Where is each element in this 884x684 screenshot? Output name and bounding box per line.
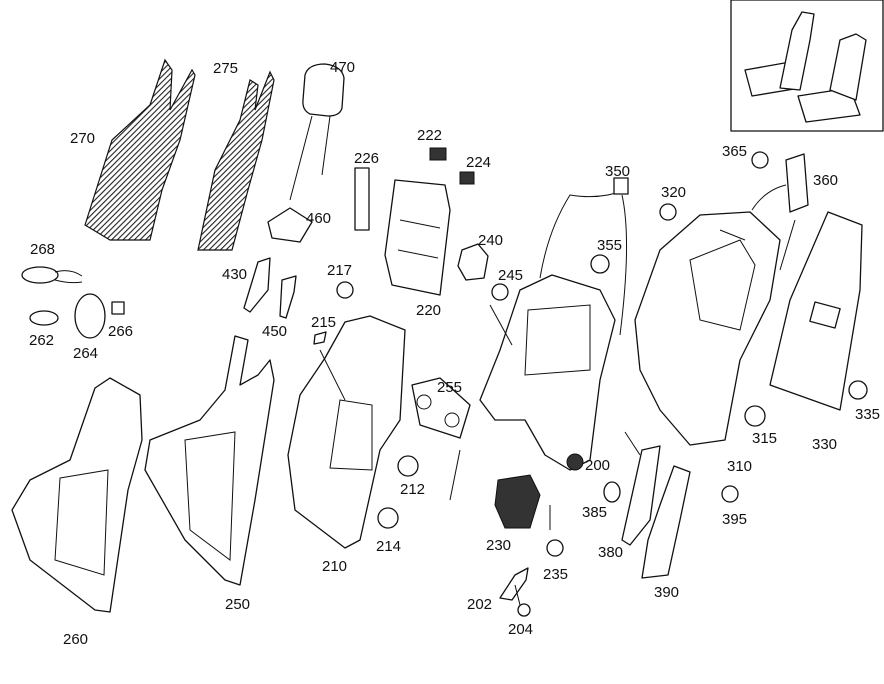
label-245: 245 (498, 267, 523, 284)
part-235-screw (546, 539, 564, 557)
part-350-cable (539, 177, 629, 336)
part-365-screw (751, 151, 769, 169)
part-268-harness (21, 266, 83, 284)
part-395-screw (721, 485, 739, 503)
label-200: 200 (585, 457, 610, 474)
part-275-backrest-cover (197, 70, 275, 251)
part-240-motor (457, 243, 489, 281)
part-200-seat-frame (479, 274, 616, 471)
label-355: 355 (597, 237, 622, 254)
label-220: 220 (416, 302, 441, 319)
label-210: 210 (322, 558, 347, 575)
part-214-screw (377, 507, 399, 529)
label-235: 235 (543, 566, 568, 583)
part-210-frame (287, 315, 406, 549)
label-315: 315 (752, 430, 777, 447)
part-250-seat-back-cushion (144, 335, 275, 586)
label-255: 255 (437, 379, 462, 396)
part-226-pad (354, 167, 370, 231)
label-250: 250 (225, 596, 250, 613)
part-255-plate (411, 377, 471, 439)
part-380-pad (621, 445, 661, 546)
label-217: 217 (327, 262, 352, 279)
label-310: 310 (727, 458, 752, 475)
part-204-clip (517, 603, 531, 617)
part-labels: 270 275 470 226 222 224 350 365 360 320 … (29, 59, 880, 648)
label-460: 460 (306, 210, 331, 227)
part-264-disc (74, 293, 106, 339)
part-430-guide (243, 257, 271, 313)
part-230-motor (494, 474, 541, 529)
part-260-seat-cushion (11, 377, 143, 613)
label-262: 262 (29, 332, 54, 349)
label-215: 215 (311, 314, 336, 331)
part-310-backrest-shell (634, 211, 781, 446)
label-212: 212 (400, 481, 425, 498)
part-212-screw (397, 455, 419, 477)
label-320: 320 (661, 184, 686, 201)
part-450-guide (279, 275, 297, 319)
part-245-screw (491, 283, 509, 301)
part-360-module (751, 153, 809, 213)
part-335-screw (848, 380, 868, 400)
part-390-side-trim (641, 465, 691, 579)
label-330: 330 (812, 436, 837, 453)
label-270: 270 (70, 130, 95, 147)
label-204: 204 (508, 621, 533, 638)
label-226: 226 (354, 150, 379, 167)
part-330-rear-panel (769, 211, 863, 411)
part-355-screw (590, 254, 610, 274)
label-360: 360 (813, 172, 838, 189)
part-215-clip (313, 331, 327, 345)
label-365: 365 (722, 143, 747, 160)
part-315-screw (744, 405, 766, 427)
label-390: 390 (654, 584, 679, 601)
part-320-screw (659, 203, 677, 221)
label-385: 385 (582, 504, 607, 521)
part-385-washer (603, 481, 621, 503)
label-380: 380 (598, 544, 623, 561)
label-470: 470 (330, 59, 355, 76)
label-202: 202 (467, 596, 492, 613)
seat-thumbnail-inset (730, 0, 884, 132)
label-224: 224 (466, 154, 491, 171)
part-222-clip (429, 147, 447, 161)
label-450: 450 (262, 323, 287, 340)
label-222: 222 (417, 127, 442, 144)
part-220-backrest-panel (384, 179, 451, 296)
leader-lines (319, 219, 796, 606)
label-395: 395 (722, 511, 747, 528)
part-224-clip (459, 171, 475, 185)
label-266: 266 (108, 323, 133, 340)
label-260: 260 (63, 631, 88, 648)
part-470-headrest (289, 63, 345, 201)
label-268: 268 (30, 241, 55, 258)
label-264: 264 (73, 345, 98, 362)
part-460-bracket (267, 207, 313, 243)
part-262-ring (29, 310, 59, 326)
label-240: 240 (478, 232, 503, 249)
part-266-clip (111, 301, 125, 315)
label-214: 214 (376, 538, 401, 555)
part-202-bracket (499, 567, 529, 601)
part-217-fastener (336, 281, 354, 299)
label-430: 430 (222, 266, 247, 283)
label-335: 335 (855, 406, 880, 423)
label-275: 275 (213, 60, 238, 77)
label-230: 230 (486, 537, 511, 554)
part-270-backrest-cover (84, 58, 196, 241)
label-350: 350 (605, 163, 630, 180)
